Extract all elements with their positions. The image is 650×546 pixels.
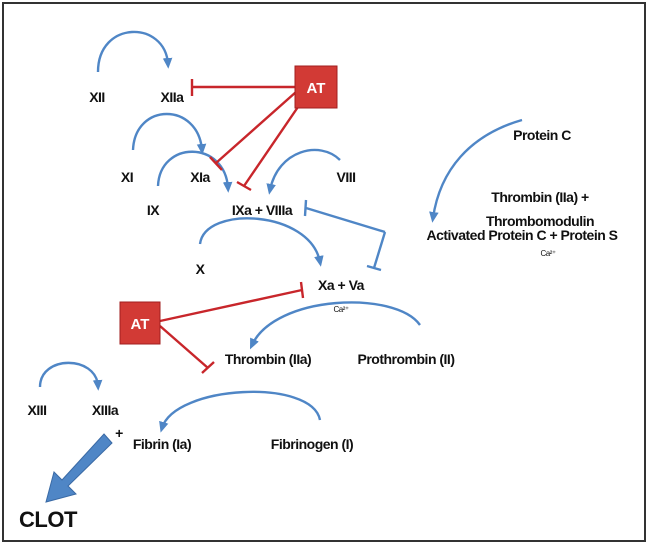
label-xiiia: XIIIa (92, 402, 119, 418)
at-inhibit-xa (159, 281, 305, 323)
arc-x-to-xa (198, 217, 324, 267)
label-thrombin-plus: Thrombin (IIa) + (491, 189, 589, 205)
at-label: AT (131, 316, 150, 333)
label-xia: XIa (190, 169, 210, 185)
apc-inhibit-ixa (303, 199, 386, 234)
at-label: AT (307, 80, 326, 97)
label-ix: IX (147, 202, 160, 218)
arc-fibrinogen-to-fibrin (159, 390, 322, 433)
arc-viii-to-viiia (266, 148, 341, 195)
label-xa-va: Xa + Va (318, 277, 365, 293)
label-prothrombin: Prothrombin (II) (358, 351, 455, 367)
arc-prothrombin-to-thrombin (249, 301, 421, 350)
arc-xiii-to-xiiia (38, 361, 103, 391)
at-inhibit-ixa (236, 103, 301, 192)
label-x: X (196, 261, 206, 277)
arc-protein-c-activation (429, 118, 523, 223)
apc-inhibit-xa (366, 231, 387, 272)
at-box-bottom: AT (119, 301, 161, 345)
at-box-top: AT (294, 65, 338, 109)
at-inhibit-thrombin (159, 325, 215, 374)
label-xi: XI (121, 169, 133, 185)
arc-xii-to-xiia (96, 30, 173, 73)
label-fibrin: Fibrin (Ia) (133, 436, 191, 452)
label-ixa-viiia: IXa + VIIIa (232, 202, 293, 218)
label-xii: XII (89, 89, 105, 105)
label-xiii: XIII (27, 402, 46, 418)
label-fibrinogen: Fibrinogen (I) (271, 436, 353, 452)
label-plus: + (115, 425, 123, 441)
arc-ix-to-ixa (156, 150, 233, 193)
label-thrombomodulin: Thrombomodulin (486, 213, 594, 229)
label-clot: CLOT (19, 507, 78, 532)
label-calcium: Ca²⁺ (333, 305, 348, 314)
clot-arrow (45, 433, 113, 503)
label-viii: VIII (336, 169, 355, 185)
label-thrombin: Thrombin (IIa) (225, 351, 311, 367)
label-protein-c: Protein C (513, 127, 571, 143)
arc-xi-to-xia (131, 113, 207, 155)
label-xiia: XIIa (161, 89, 185, 105)
at-inhibit-xiia (190, 79, 296, 96)
diagram-frame (2, 2, 646, 542)
label-calcium: Ca²⁺ (540, 249, 555, 258)
at-inhibit-xia (209, 91, 297, 171)
label-apc-protein-s: Activated Protein C + Protein S (426, 227, 617, 243)
